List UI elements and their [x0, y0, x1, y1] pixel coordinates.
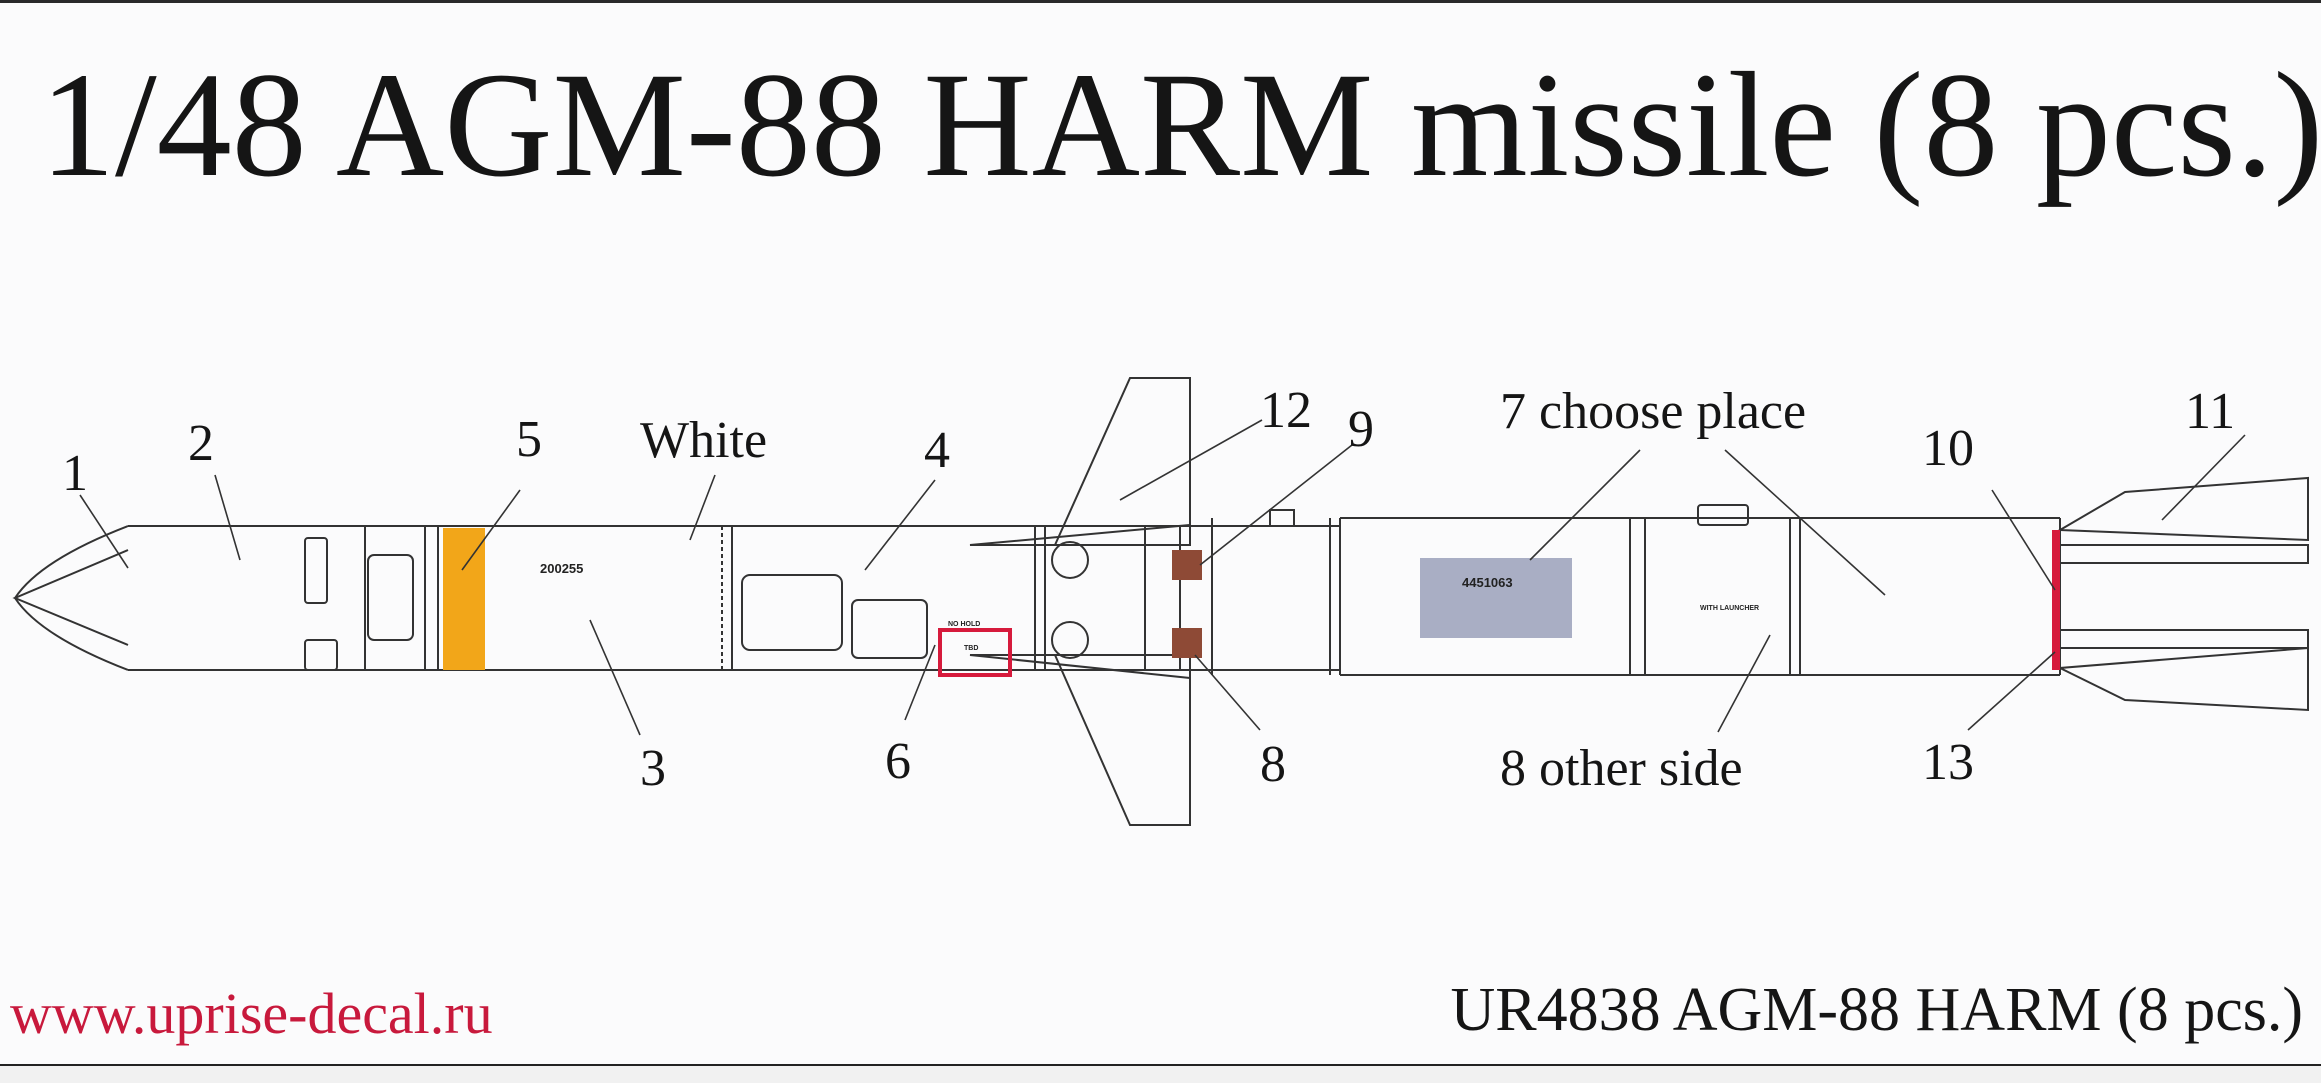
callout-8: 8: [1260, 736, 1286, 793]
lower-wing-bottom: [1053, 654, 1191, 826]
callout-2: 2: [188, 415, 214, 472]
tail-section: [2056, 476, 2309, 712]
wing-hinge-upper: [1051, 541, 1089, 579]
nose-cone-outline: [12, 549, 129, 646]
callout-4: 4: [924, 422, 950, 479]
callout-7: 7 choose place: [1500, 383, 1806, 440]
callout-11: 11: [2185, 383, 2235, 440]
product-line: UR4838 AGM-88 HARM (8 pcs.): [1450, 976, 2304, 1044]
callout-12: 12: [1260, 382, 1312, 439]
yellow-band: [443, 528, 485, 670]
upper-wing-root: [969, 523, 1191, 546]
top-edge: [0, 0, 2321, 3]
callout-white: White: [640, 412, 767, 469]
callout-13: 13: [1922, 734, 1974, 791]
brown-panel-lower: [1172, 628, 1202, 658]
sheet-title: 1/48 AGM-88 HARM missile (8 pcs.): [40, 42, 2321, 208]
callout-6: 6: [885, 733, 911, 790]
missile-body: [12, 504, 2061, 676]
upper-tail-fin: [2056, 476, 2309, 542]
callout-3: 3: [640, 740, 666, 797]
no-hold-stencil: NO HOLD: [948, 621, 980, 628]
mid-wings: [969, 377, 1191, 826]
callout-8-other-side: 8 other side: [1500, 740, 1743, 797]
callout-9: 9: [1348, 401, 1374, 458]
brown-panel-upper: [1172, 550, 1202, 580]
red-tail-ring: [2052, 530, 2060, 670]
red-outline-box: [938, 628, 1012, 677]
lower-tail-fin: [2056, 646, 2309, 712]
wing-hinge-lower: [1051, 621, 1089, 659]
callout-5: 5: [516, 411, 542, 468]
guidance-serial: 200255: [540, 561, 583, 576]
tbd-stencil: TBD: [964, 645, 978, 652]
launcher-stencil: WITH LAUNCHER: [1700, 605, 1759, 612]
tail-strake-upper: [2059, 544, 2309, 564]
tail-strake-lower: [2059, 629, 2309, 649]
callout-10: 10: [1922, 420, 1974, 477]
callout-1: 1: [62, 445, 88, 502]
radome-outline: [13, 525, 129, 671]
upper-wing-top: [1053, 377, 1191, 546]
rocket-serial: 4451063: [1462, 575, 1513, 590]
leader-lines: [79, 419, 2246, 736]
bottom-edge: [0, 1064, 2321, 1083]
rocket-motor-plate: [1420, 558, 1572, 638]
website-url: www.uprise-decal.ru: [10, 981, 493, 1046]
